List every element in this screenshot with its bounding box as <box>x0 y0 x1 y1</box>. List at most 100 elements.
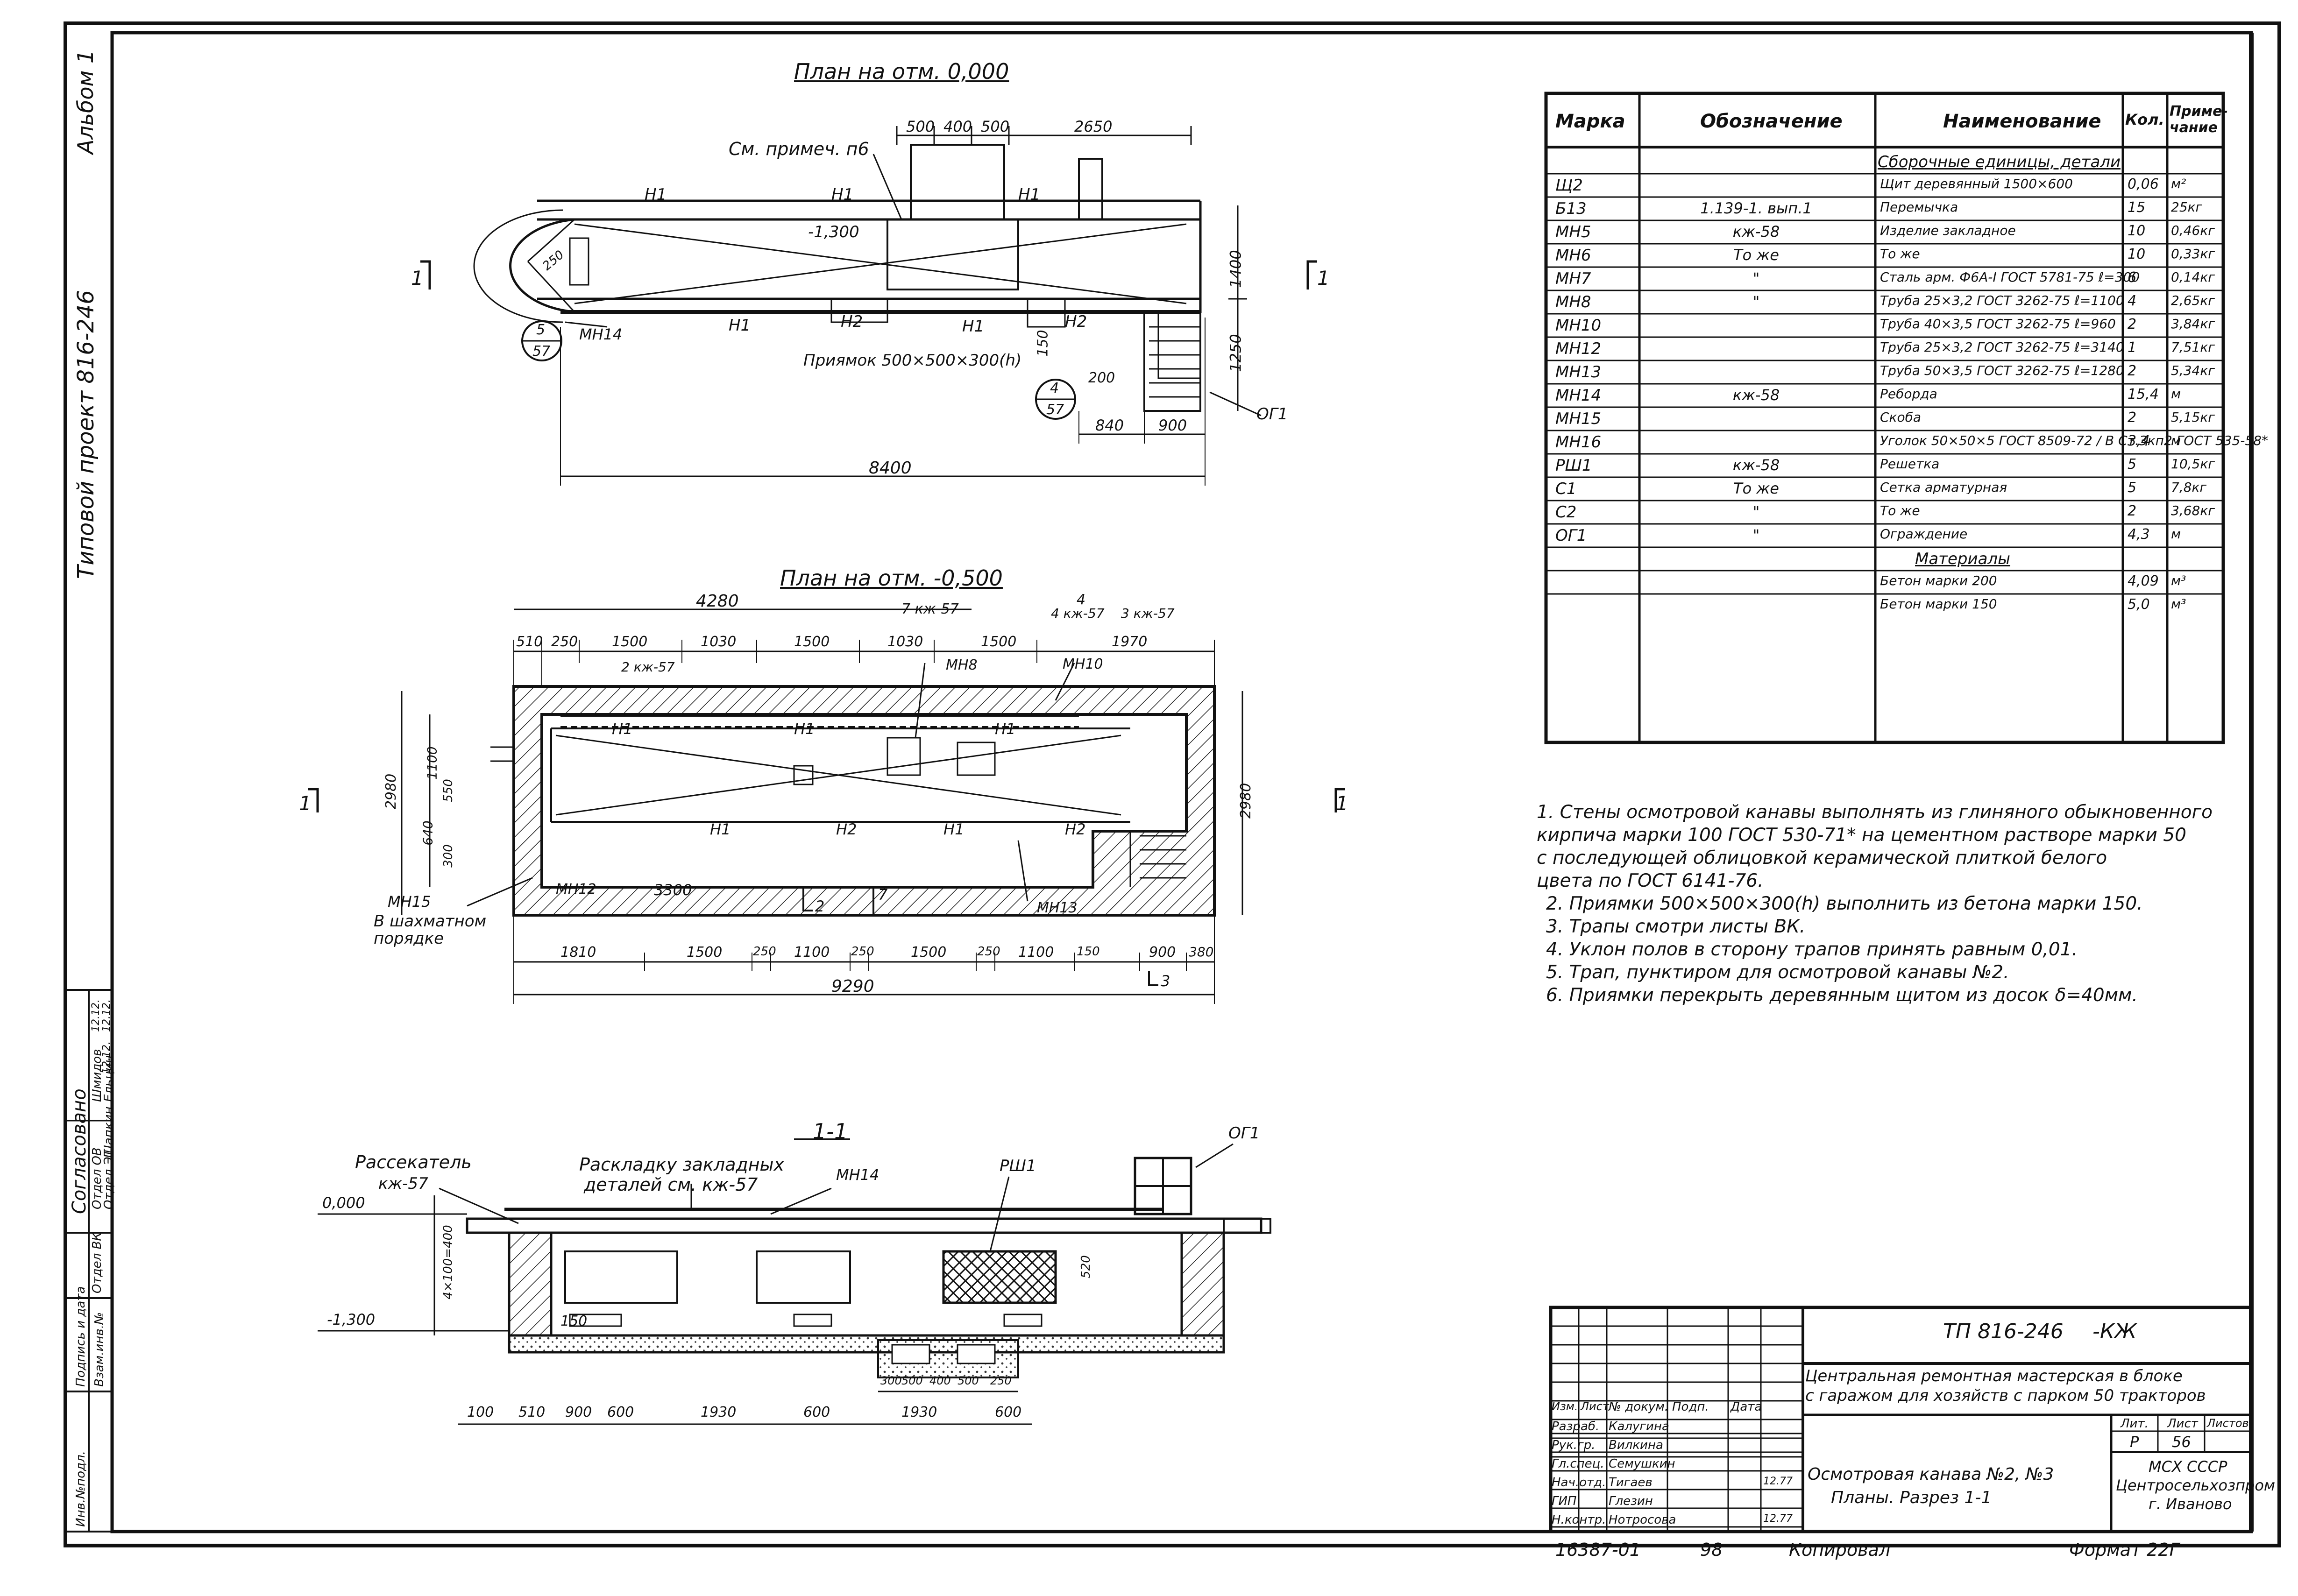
plan2-label-7: МН8 <box>946 657 978 673</box>
spec-cell: То же <box>1733 247 1779 262</box>
plan1-section-left: 1 <box>411 267 424 290</box>
spec-cell: 3,84кг <box>2171 318 2215 331</box>
section-label-1: РШ1 <box>1000 1157 1036 1175</box>
note-line: с последующей облицовкой керамической пл… <box>1537 847 2107 869</box>
spec-cell: 4,3 <box>2128 528 2150 542</box>
tb-head-0: Изм. <box>1552 1400 1578 1413</box>
spec-cell: Решетка <box>1880 458 1940 471</box>
spec-cell: То же <box>1880 247 1920 261</box>
plan1-label-1: Н1 <box>831 185 854 204</box>
plan2-cut-2: 3 <box>1161 972 1170 990</box>
plan1-label-4: Н2 <box>841 312 863 331</box>
plan2-section-right: 1 <box>1336 792 1348 815</box>
spec-cell: кж-58 <box>1732 388 1780 403</box>
plan1-label-6: Н2 <box>1065 312 1087 331</box>
spec-cell: 2,65кг <box>2171 294 2215 307</box>
spec-cell: МН15 <box>1555 411 1602 427</box>
spec-cell: Ограждение <box>1880 528 1968 541</box>
spec-cell: 6 <box>2128 271 2137 285</box>
plan2-dim-left-2: 550 <box>441 779 455 802</box>
plan1-callout-b-top: 4 <box>1050 380 1059 396</box>
agreed-col-2: Взам.инв.№ <box>92 1312 106 1387</box>
plan1-misc-0: 200 <box>1088 370 1115 386</box>
spec-cell: м <box>2171 388 2181 401</box>
spec-cell: м² <box>2171 177 2186 191</box>
plan2-label-3: Н1 <box>710 820 731 838</box>
section-pit-dim-0: 300 <box>880 1374 902 1387</box>
spec-cell: ОГ1 <box>1555 528 1587 544</box>
section-dim-7: 600 <box>995 1404 1022 1420</box>
spec-cell: МН14 <box>1555 388 1602 403</box>
plan2-label-5: Н1 <box>943 820 965 838</box>
agreed-col-1: Подпись и дата <box>74 1286 88 1387</box>
tb-head-2: № докум. <box>1609 1400 1669 1414</box>
spec-cell: МН10 <box>1555 318 1602 333</box>
plan2-callout-3: 2 кж-57 <box>621 659 675 675</box>
tb-org-1: МСХ СССР <box>2149 1458 2227 1476</box>
section-l1b: кж-57 <box>378 1174 428 1193</box>
agreed-signer-2: Шапкин <box>102 1106 116 1158</box>
spec-cell: То же <box>1880 504 1920 517</box>
plan2-chess: В шахматном порядке <box>374 912 487 948</box>
spec-cell: Труба 25×3,2 ГОСТ 3262-75 ℓ=1100 <box>1880 294 2124 307</box>
section-dim-3: 600 <box>607 1404 634 1420</box>
section-dim-0: 100 <box>467 1404 494 1420</box>
spec-cell: МН13 <box>1555 364 1602 380</box>
plan2-title: План на отм. -0,500 <box>780 565 1003 591</box>
spec-cell: Бетон марки 150 <box>1880 598 1997 611</box>
spec-cell: 1.139-1. вып.1 <box>1700 201 1812 216</box>
spec-cell: То же <box>1733 481 1779 496</box>
section-pit-dim-2: 400 <box>929 1374 951 1387</box>
tb-person-1-name: Вилкина <box>1609 1438 1663 1452</box>
section-l2: Раскладку закладных <box>579 1154 785 1175</box>
plan2-section-left: 1 <box>299 792 312 815</box>
spec-header-designation: Обозначение <box>1700 112 1843 131</box>
plan2-dim-bottom-5: 1500 <box>911 944 947 960</box>
plan2-dim-top-0: 510 <box>516 634 543 650</box>
tb-person-3-name: Тигаев <box>1609 1476 1653 1490</box>
plan1-label-2: Н1 <box>1018 185 1041 204</box>
plan1-title: План на отм. 0,000 <box>794 59 1009 84</box>
spec-cell: Скоба <box>1880 411 1922 424</box>
spec-cell: Изделие закладное <box>1880 224 2016 237</box>
plan1-dim-total: 8400 <box>869 459 912 478</box>
plan2-dim-left-3: 640 <box>420 820 436 846</box>
spec-cell: 0,06 <box>2128 177 2159 191</box>
spec-cell: 4 <box>2128 294 2137 308</box>
agreed-block-grid <box>64 989 113 1532</box>
plan2-cut-3: 4 <box>1077 592 1086 608</box>
section-dim-5: 600 <box>803 1404 830 1420</box>
footer-number: 16387-01 <box>1555 1540 1641 1560</box>
section-label-0: МН14 <box>836 1166 879 1184</box>
section-label-2: ОГ1 <box>1228 1124 1260 1143</box>
tb-project-title-1: Центральная ремонтная мастерская в блоке <box>1805 1367 2183 1385</box>
section-level-0: 0,000 <box>322 1194 365 1212</box>
plan1-dim-bottom-0: 840 <box>1095 417 1124 434</box>
plan2-dim-left-0: 2980 <box>383 773 400 810</box>
tb-person-5-role: Н.контр. <box>1552 1513 1606 1527</box>
plan2-dim-right: 2980 <box>1238 783 1255 819</box>
spec-cell: Уголок 50×50×5 ГОСТ 8509-72 / В Ст.3кп2 … <box>1880 434 2269 447</box>
spec-cell: МН12 <box>1555 341 1602 357</box>
spec-cell: Щ2 <box>1555 177 1583 193</box>
spec-cell: Труба 40×3,5 ГОСТ 3262-75 ℓ=960 <box>1880 318 2116 331</box>
plan2-label-8: МН10 <box>1063 656 1103 672</box>
plan2-cut-1: 7 <box>878 886 888 904</box>
tb-sheets-head: Листов <box>2207 1417 2249 1430</box>
plan1-callout-a-top: 5 <box>536 322 546 338</box>
spec-cell: 5 <box>2128 458 2137 472</box>
plan2-dim-left-4: 300 <box>441 844 455 868</box>
plan2-dim-top-2: 1500 <box>612 634 648 650</box>
note-line: 3. Трапы смотри листы ВК. <box>1546 916 1806 937</box>
plan2-dim-top-6: 1500 <box>981 634 1017 650</box>
plan2-label-11: МН15 <box>388 893 431 911</box>
plan2-label-1: Н1 <box>794 720 815 738</box>
spec-cell: Перемычка <box>1880 201 1958 214</box>
section-pit-dim-3: 500 <box>958 1374 979 1387</box>
spec-cell: С2 <box>1555 504 1577 520</box>
spec-cell: Сталь арм. Ф6А-I ГОСТ 5781-75 ℓ=300 <box>1880 271 2140 284</box>
plan2-dim-total: 9290 <box>831 977 874 996</box>
section-dim-2: 900 <box>565 1404 592 1420</box>
spec-cell: МН5 <box>1555 224 1591 240</box>
